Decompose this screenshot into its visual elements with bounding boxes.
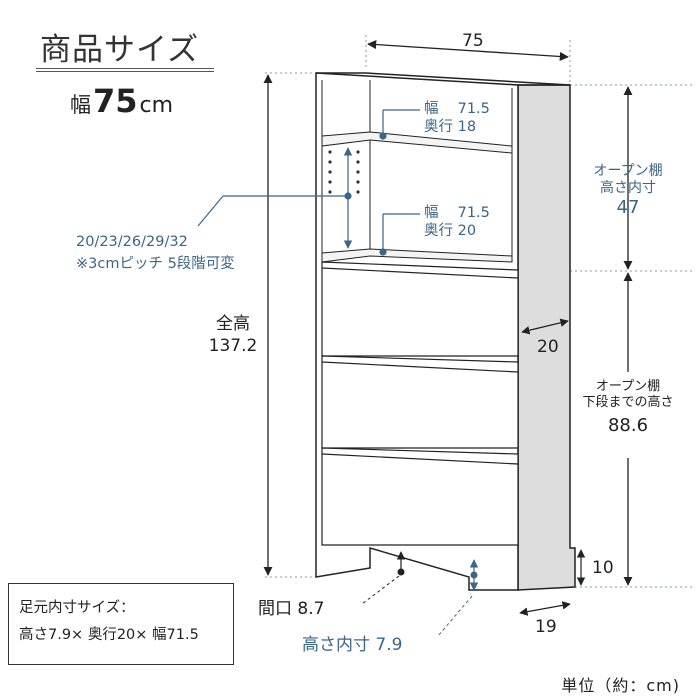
extension-lines bbox=[265, 35, 692, 588]
side-depth-line bbox=[521, 318, 569, 335]
top-width-label: 75 bbox=[462, 31, 484, 51]
shelf-pitch-note: 20/23/26/29/32 ※3cmピッチ 5段階可変 bbox=[76, 234, 235, 272]
opening-label: 間口 8.7 bbox=[258, 599, 325, 619]
drawer-2 bbox=[321, 355, 519, 449]
inner-height-label: 高さ内寸 7.9 bbox=[302, 635, 403, 655]
title-underline bbox=[36, 68, 214, 72]
upper-shelf-label: 幅 71.5 奥行 18 bbox=[424, 101, 490, 135]
upper-shelf bbox=[321, 131, 513, 154]
width-value: 75 bbox=[93, 82, 138, 120]
width-unit: cm bbox=[139, 93, 174, 118]
foot-size-title: 足元内寸サイズ： bbox=[19, 600, 135, 616]
page-title: 商品サイズ bbox=[40, 32, 200, 68]
shelf-pin-holes bbox=[328, 150, 360, 194]
open-shelf-height: オープン棚 高さ内寸 47 bbox=[593, 163, 663, 218]
bottom-depth-line bbox=[519, 601, 571, 616]
lower-shelf-height: オープン棚 下段までの高さ 88.6 bbox=[582, 379, 674, 436]
foot-size-detail: 高さ7.9× 奥行20× 幅71.5 bbox=[19, 627, 199, 643]
width-prefix: 幅 bbox=[70, 93, 91, 117]
drawer-1 bbox=[321, 261, 519, 357]
foot-size-box: 足元内寸サイズ： 高さ7.9× 奥行20× 幅71.5 bbox=[8, 583, 234, 665]
drawer-3 bbox=[321, 447, 519, 546]
lower-shelf-label: 幅 71.5 奥行 20 bbox=[424, 205, 490, 239]
unit-note: 単位（約：cm) bbox=[561, 676, 680, 695]
base-height-label: 10 bbox=[592, 558, 614, 578]
product-width: 幅75cm bbox=[70, 82, 173, 120]
side-depth-label: 20 bbox=[537, 337, 559, 357]
drawers bbox=[321, 261, 519, 546]
width-dimension-line bbox=[367, 39, 569, 62]
bottom-depth-label: 19 bbox=[535, 617, 557, 637]
